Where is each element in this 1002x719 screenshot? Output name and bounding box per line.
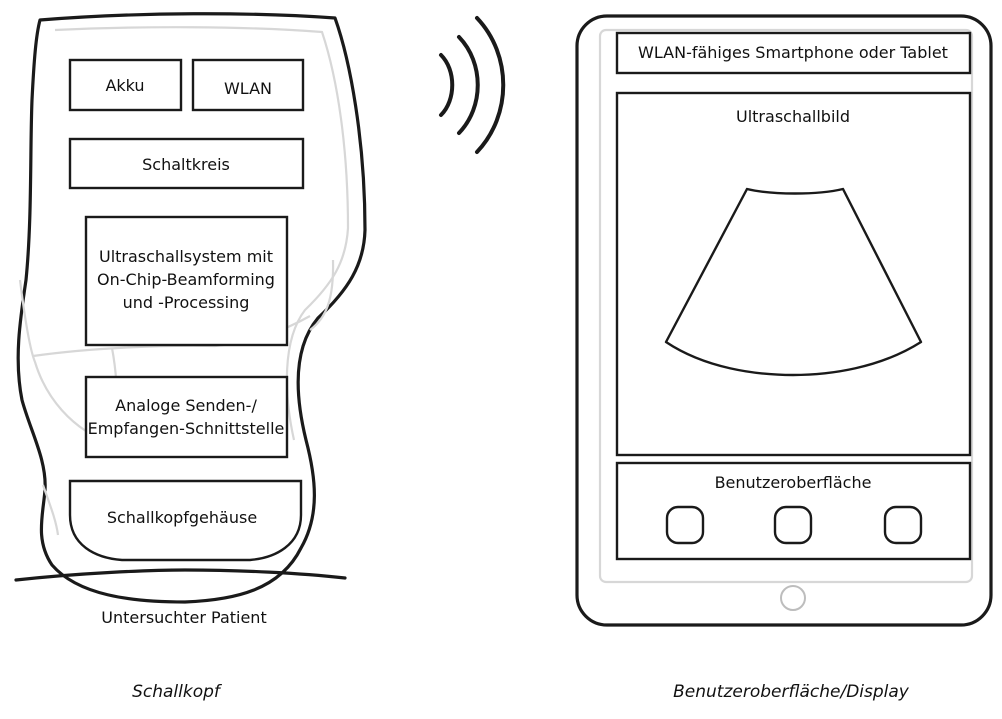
ui-button-icon[interactable] [665,505,705,545]
tablet-caption: Benutzeroberfläche/Display [673,682,910,702]
ultrasound-system-line-1: Ultraschallsystem mit [99,247,273,266]
analog-interface-line-1: Analoge Senden-/ [115,396,257,415]
ui-button-icon[interactable] [883,505,923,545]
ultrasound-system-line-3: und -Processing [123,293,250,312]
home-button-icon[interactable] [780,585,806,611]
battery-label: Akku [105,76,144,95]
ultrasound-system-line-2: On-Chip-Beamforming [97,270,275,289]
probe-seam-right [309,259,335,331]
analog-interface-box: Analoge Senden-/ Empfangen-Schnittstelle [84,375,289,459]
patient-label: Untersuchter Patient [101,608,266,627]
probe-inner-contour [54,26,350,441]
user-interface-panel: Benutzeroberfläche [615,461,972,561]
housing-box: Schallkopfgehäuse [68,479,303,562]
probe-bottom-contour [41,484,60,536]
tablet-device: WLAN-fähiges Smartphone oder Tablet Ultr… [575,14,993,702]
ui-button-icon[interactable] [773,505,813,545]
probe-caption: Schallkopf [132,682,223,702]
wifi-module-box: WLAN [191,58,305,112]
circuit-box: Schaltkreis [68,137,305,190]
ultrasound-image-panel: Ultraschallbild [615,91,972,457]
ultrasound-sector-image [664,187,923,377]
ultrasound-system-box: Ultraschallsystem mit On-Chip-Beamformin… [84,215,289,347]
wifi-waves-icon [439,16,506,154]
device-label: WLAN-fähiges Smartphone oder Tablet [638,43,948,62]
housing-label: Schallkopfgehäuse [107,508,257,527]
wifi-module-label: WLAN [224,79,272,98]
device-label-box: WLAN-fähiges Smartphone oder Tablet [615,31,972,75]
ultrasound-image-label: Ultraschallbild [736,107,850,126]
patient-surface-line [14,568,347,582]
analog-interface-line-2: Empfangen-Schnittstelle [88,419,285,438]
battery-box: Akku [68,58,183,112]
probe-device: Akku WLAN Schaltkreis Ultraschallsystem … [14,12,367,702]
tablet-screen-contour [598,28,974,584]
user-interface-label: Benutzeroberfläche [715,473,872,492]
circuit-label: Schaltkreis [142,155,230,174]
